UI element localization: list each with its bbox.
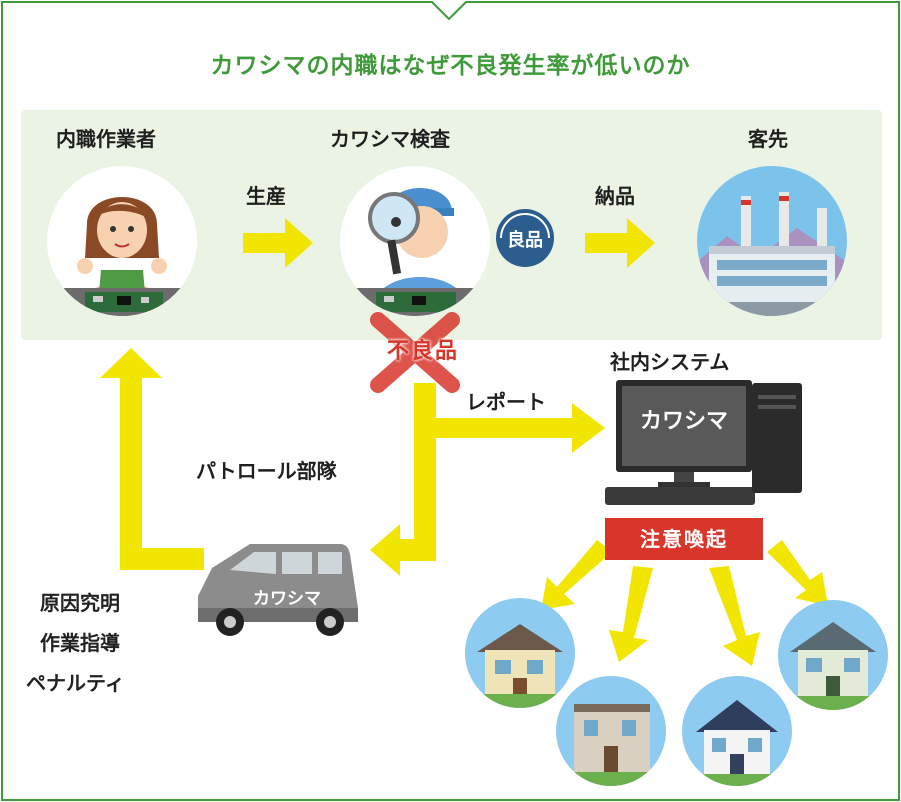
house-2-illustration <box>556 676 666 786</box>
action-cause-investigation: 原因究明 <box>40 591 120 615</box>
van-brand-text: カワシマ <box>253 589 321 609</box>
defect-cross <box>370 312 460 393</box>
report-label: レポート <box>466 390 546 414</box>
alert-arrow-1 <box>541 540 612 610</box>
feedback-arrow <box>100 348 204 570</box>
alert-arrow-2 <box>609 566 653 662</box>
defect-label: 不良品 <box>386 339 459 364</box>
deliver-label: 納品 <box>595 184 635 208</box>
alert-arrow-3 <box>709 566 760 666</box>
action-work-guidance: 作業指導 <box>40 631 120 655</box>
customer-factory-illustration <box>697 166 847 316</box>
defect-down-line <box>414 383 436 561</box>
page-title: カワシマの内職はなぜ不良発生率が低いのか <box>210 53 691 79</box>
house-3-illustration <box>682 676 792 786</box>
good-product-text: 良品 <box>507 229 543 251</box>
alert-badge: 注意喚起 <box>605 518 763 560</box>
worker-illustration <box>47 166 197 316</box>
house-4-illustration <box>778 600 888 710</box>
monitor-brand-text: カワシマ <box>639 409 728 434</box>
report-arrow <box>414 403 605 453</box>
to-patrol-arrow <box>370 524 436 576</box>
house-1-illustration <box>465 598 575 708</box>
good-product-badge: 良品 <box>496 209 554 267</box>
produce-arrow <box>243 218 313 268</box>
deliver-arrow <box>585 218 655 268</box>
customer-label: 客先 <box>748 127 788 151</box>
inspector-illustration <box>340 166 490 316</box>
system-computer: カワシマ <box>600 375 810 515</box>
patrol-actions: 原因究明 作業指導 ペナルティ <box>26 583 125 703</box>
system-label: 社内システム <box>610 350 730 374</box>
alert-arrow-4 <box>767 540 828 606</box>
produce-label: 生産 <box>246 184 286 208</box>
action-penalty: ペナルティ <box>26 671 125 695</box>
inspection-label: カワシマ検査 <box>330 127 450 151</box>
worker-label: 内職作業者 <box>56 127 156 151</box>
patrol-label: パトロール部隊 <box>196 459 337 483</box>
patrol-van: カワシマ <box>190 538 370 638</box>
